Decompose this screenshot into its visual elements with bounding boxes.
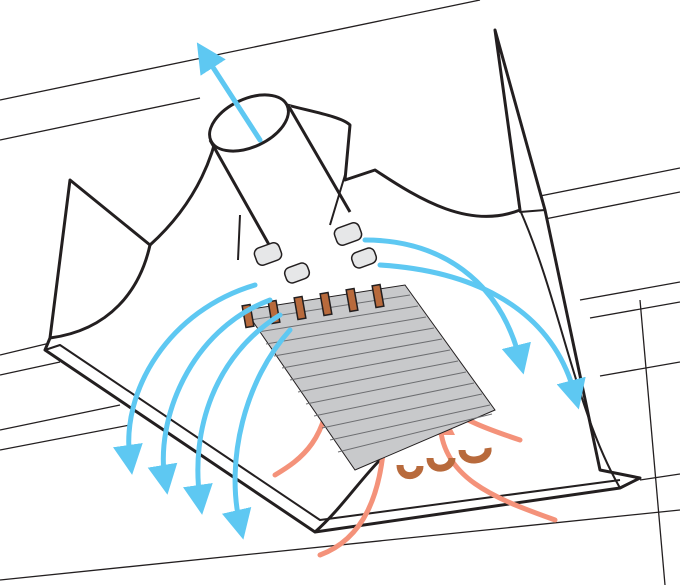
heat-exchanger-coil: [241, 283, 496, 480]
duct-pipe: [208, 93, 352, 261]
cool-air-arrow: [222, 327, 293, 540]
cool-air-arrow: [147, 297, 273, 495]
beam-housing: [43, 28, 642, 534]
cool-air-arrow: [183, 312, 283, 515]
cool-air-arrow: [362, 237, 531, 375]
cool-air-arrow: [196, 42, 263, 143]
warm-air-arrow: [425, 405, 558, 523]
nozzles: [253, 222, 378, 284]
cool-air-arrow: [113, 282, 258, 475]
cool-air-arrows: [113, 42, 586, 540]
cool-air-arrow: [377, 262, 586, 410]
